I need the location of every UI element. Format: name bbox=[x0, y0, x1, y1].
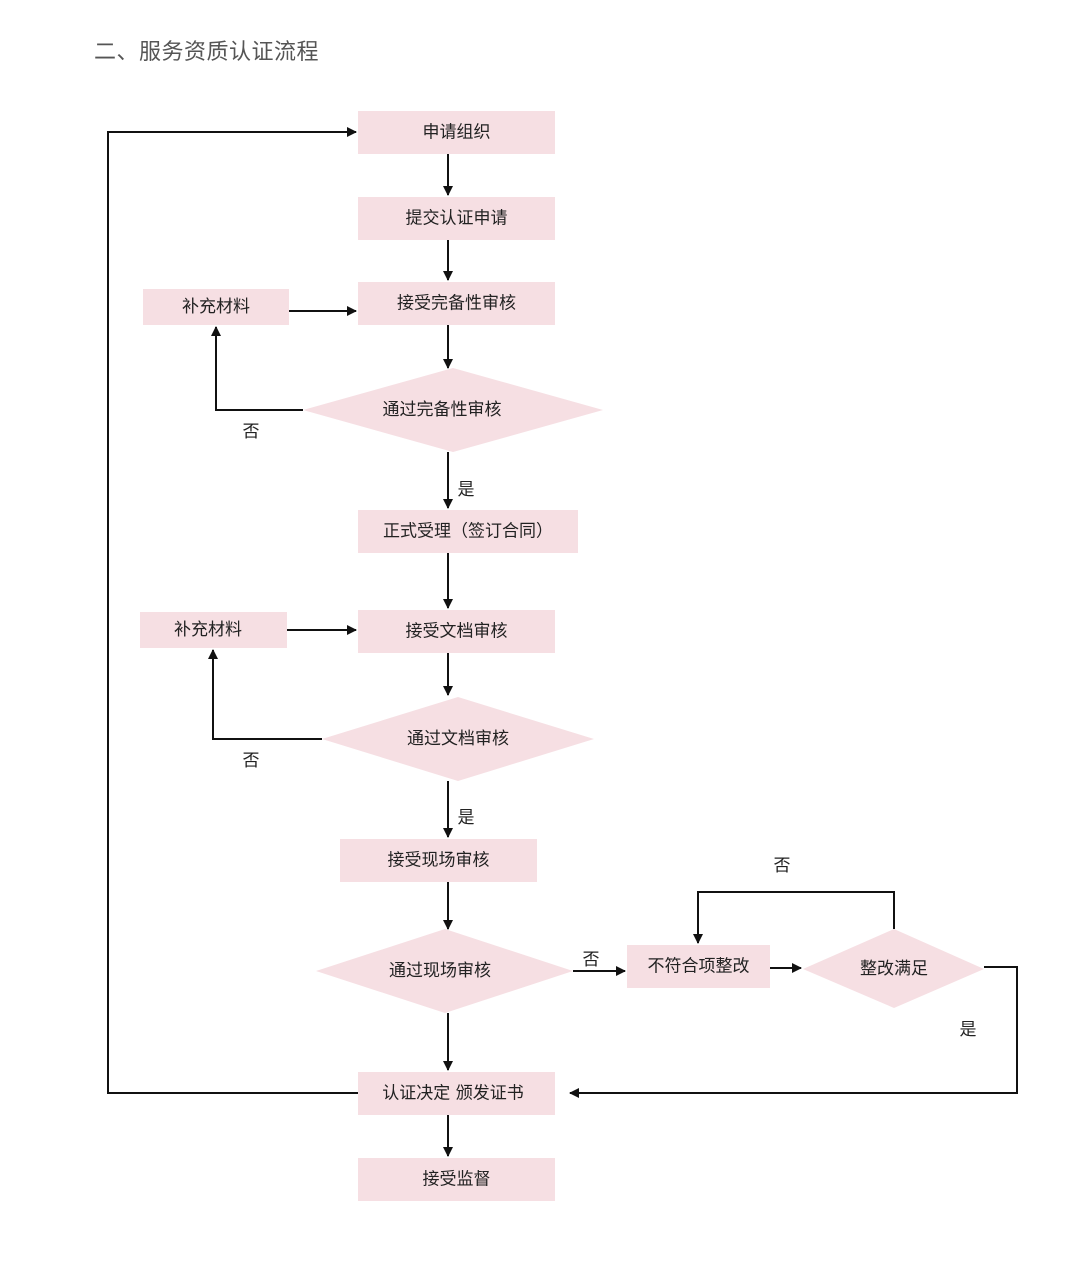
node-submit-application: 提交认证申请 bbox=[358, 197, 555, 240]
node-accept-supervision: 接受监督 bbox=[358, 1158, 555, 1201]
node-formal-acceptance: 正式受理（签订合同） bbox=[358, 510, 578, 553]
svg-text:补充材料: 补充材料 bbox=[182, 297, 250, 317]
node-supplement-materials-2: 补充材料 bbox=[140, 612, 287, 648]
edge-document-no-to-supplement bbox=[208, 649, 322, 740]
label-no-document: 否 bbox=[243, 751, 260, 771]
label-no-completeness: 否 bbox=[243, 422, 260, 442]
edge-completeness-no-to-supplement bbox=[211, 326, 303, 411]
label-yes-document: 是 bbox=[458, 808, 475, 828]
svg-text:接受文档审核: 接受文档审核 bbox=[406, 622, 508, 642]
page-title: 二、服务资质认证流程 bbox=[94, 40, 320, 65]
decision-fix-satisfied: 整改满足 bbox=[803, 929, 984, 1008]
svg-text:申请组织: 申请组织 bbox=[423, 123, 491, 143]
edge-satisfied-no-loop bbox=[693, 891, 895, 944]
svg-text:接受监督: 接受监督 bbox=[423, 1170, 491, 1190]
decision-pass-onsite: 通过现场审核 bbox=[316, 929, 573, 1013]
svg-text:通过文档审核: 通过文档审核 bbox=[407, 729, 509, 749]
svg-text:通过完备性审核: 通过完备性审核 bbox=[383, 400, 502, 420]
node-nonconformity-fix: 不符合项整改 bbox=[627, 945, 770, 988]
decision-pass-document: 通过文档审核 bbox=[322, 697, 594, 781]
label-no-fix-loop: 否 bbox=[774, 856, 791, 876]
node-supplement-materials-1: 补充材料 bbox=[143, 289, 289, 325]
label-yes-completeness: 是 bbox=[458, 480, 475, 500]
svg-text:接受完备性审核: 接受完备性审核 bbox=[397, 294, 516, 314]
svg-text:不符合项整改: 不符合项整改 bbox=[648, 957, 750, 977]
svg-text:认证决定 颁发证书: 认证决定 颁发证书 bbox=[382, 1084, 523, 1104]
label-no-onsite: 否 bbox=[583, 950, 600, 970]
node-onsite-review: 接受现场审核 bbox=[340, 839, 537, 882]
svg-text:提交认证申请: 提交认证申请 bbox=[406, 209, 508, 229]
node-certification-decision: 认证决定 颁发证书 bbox=[358, 1072, 555, 1115]
svg-text:通过现场审核: 通过现场审核 bbox=[389, 961, 491, 981]
node-completeness-review: 接受完备性审核 bbox=[358, 282, 555, 325]
svg-text:整改满足: 整改满足 bbox=[860, 959, 928, 979]
edge-satisfied-yes-to-certification bbox=[569, 966, 1018, 1098]
edge-certification-loop-to-apply bbox=[107, 127, 358, 1094]
svg-text:接受现场审核: 接受现场审核 bbox=[388, 851, 490, 871]
svg-text:补充材料: 补充材料 bbox=[174, 620, 242, 640]
node-apply-org: 申请组织 bbox=[358, 111, 555, 154]
node-document-review: 接受文档审核 bbox=[358, 610, 555, 653]
svg-text:正式受理（签订合同）: 正式受理（签订合同） bbox=[383, 522, 553, 542]
decision-pass-completeness: 通过完备性审核 bbox=[303, 368, 603, 452]
label-yes-fix: 是 bbox=[960, 1020, 977, 1040]
